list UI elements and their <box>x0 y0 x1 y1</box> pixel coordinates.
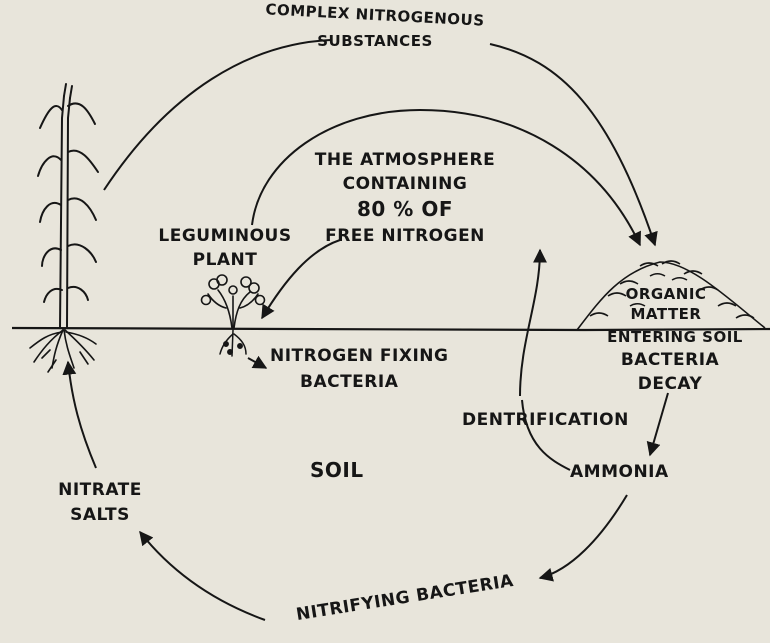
label-plant: Plant <box>150 250 300 271</box>
label-nitrogen-fixing: Nitrogen Fixing <box>270 346 448 367</box>
arrow-complex-to-organic-matter <box>490 44 655 245</box>
label-dentrification: Dentrification <box>462 410 629 431</box>
label-atmosphere: The Atmosphere <box>310 150 500 171</box>
label-organic: Organic <box>606 285 726 304</box>
label-substances: Substances <box>300 32 450 51</box>
arrow-decay-to-ammonia <box>650 393 668 455</box>
label-entering-soil: Entering Soil <box>590 328 760 347</box>
label-soil: Soil <box>310 460 364 481</box>
label-ammonia: Ammonia <box>570 462 669 483</box>
label-containing: Containing <box>310 174 500 195</box>
label-free-nitrogen: Free Nitrogen <box>310 226 500 247</box>
label-bacteria-decay-1: Bacteria <box>600 350 740 371</box>
arrow-roots-to-fixing-bacteria <box>248 358 266 368</box>
label-fixing-bacteria: Bacteria <box>300 372 398 393</box>
legume-plant-icon <box>202 275 265 328</box>
arrow-plant-to-organic-matter <box>104 40 330 190</box>
arrow-nitrate-to-corn <box>68 362 96 468</box>
label-80-percent: 80 % of <box>310 199 500 220</box>
corn-roots-icon <box>30 330 96 372</box>
arrow-dentrification-to-atmosphere <box>520 250 540 396</box>
label-nitrate: Nitrate <box>40 480 160 501</box>
label-leguminous: Leguminous <box>150 226 300 247</box>
label-matter: Matter <box>606 305 726 324</box>
legume-roots-icon <box>220 330 246 356</box>
label-salts: Salts <box>40 505 160 526</box>
arrow-nitrifying-to-nitrate <box>140 532 265 620</box>
corn-plant-icon <box>38 84 98 328</box>
label-bacteria-decay-2: Decay <box>600 374 740 395</box>
arrow-ammonia-to-nitrifying <box>540 495 627 578</box>
